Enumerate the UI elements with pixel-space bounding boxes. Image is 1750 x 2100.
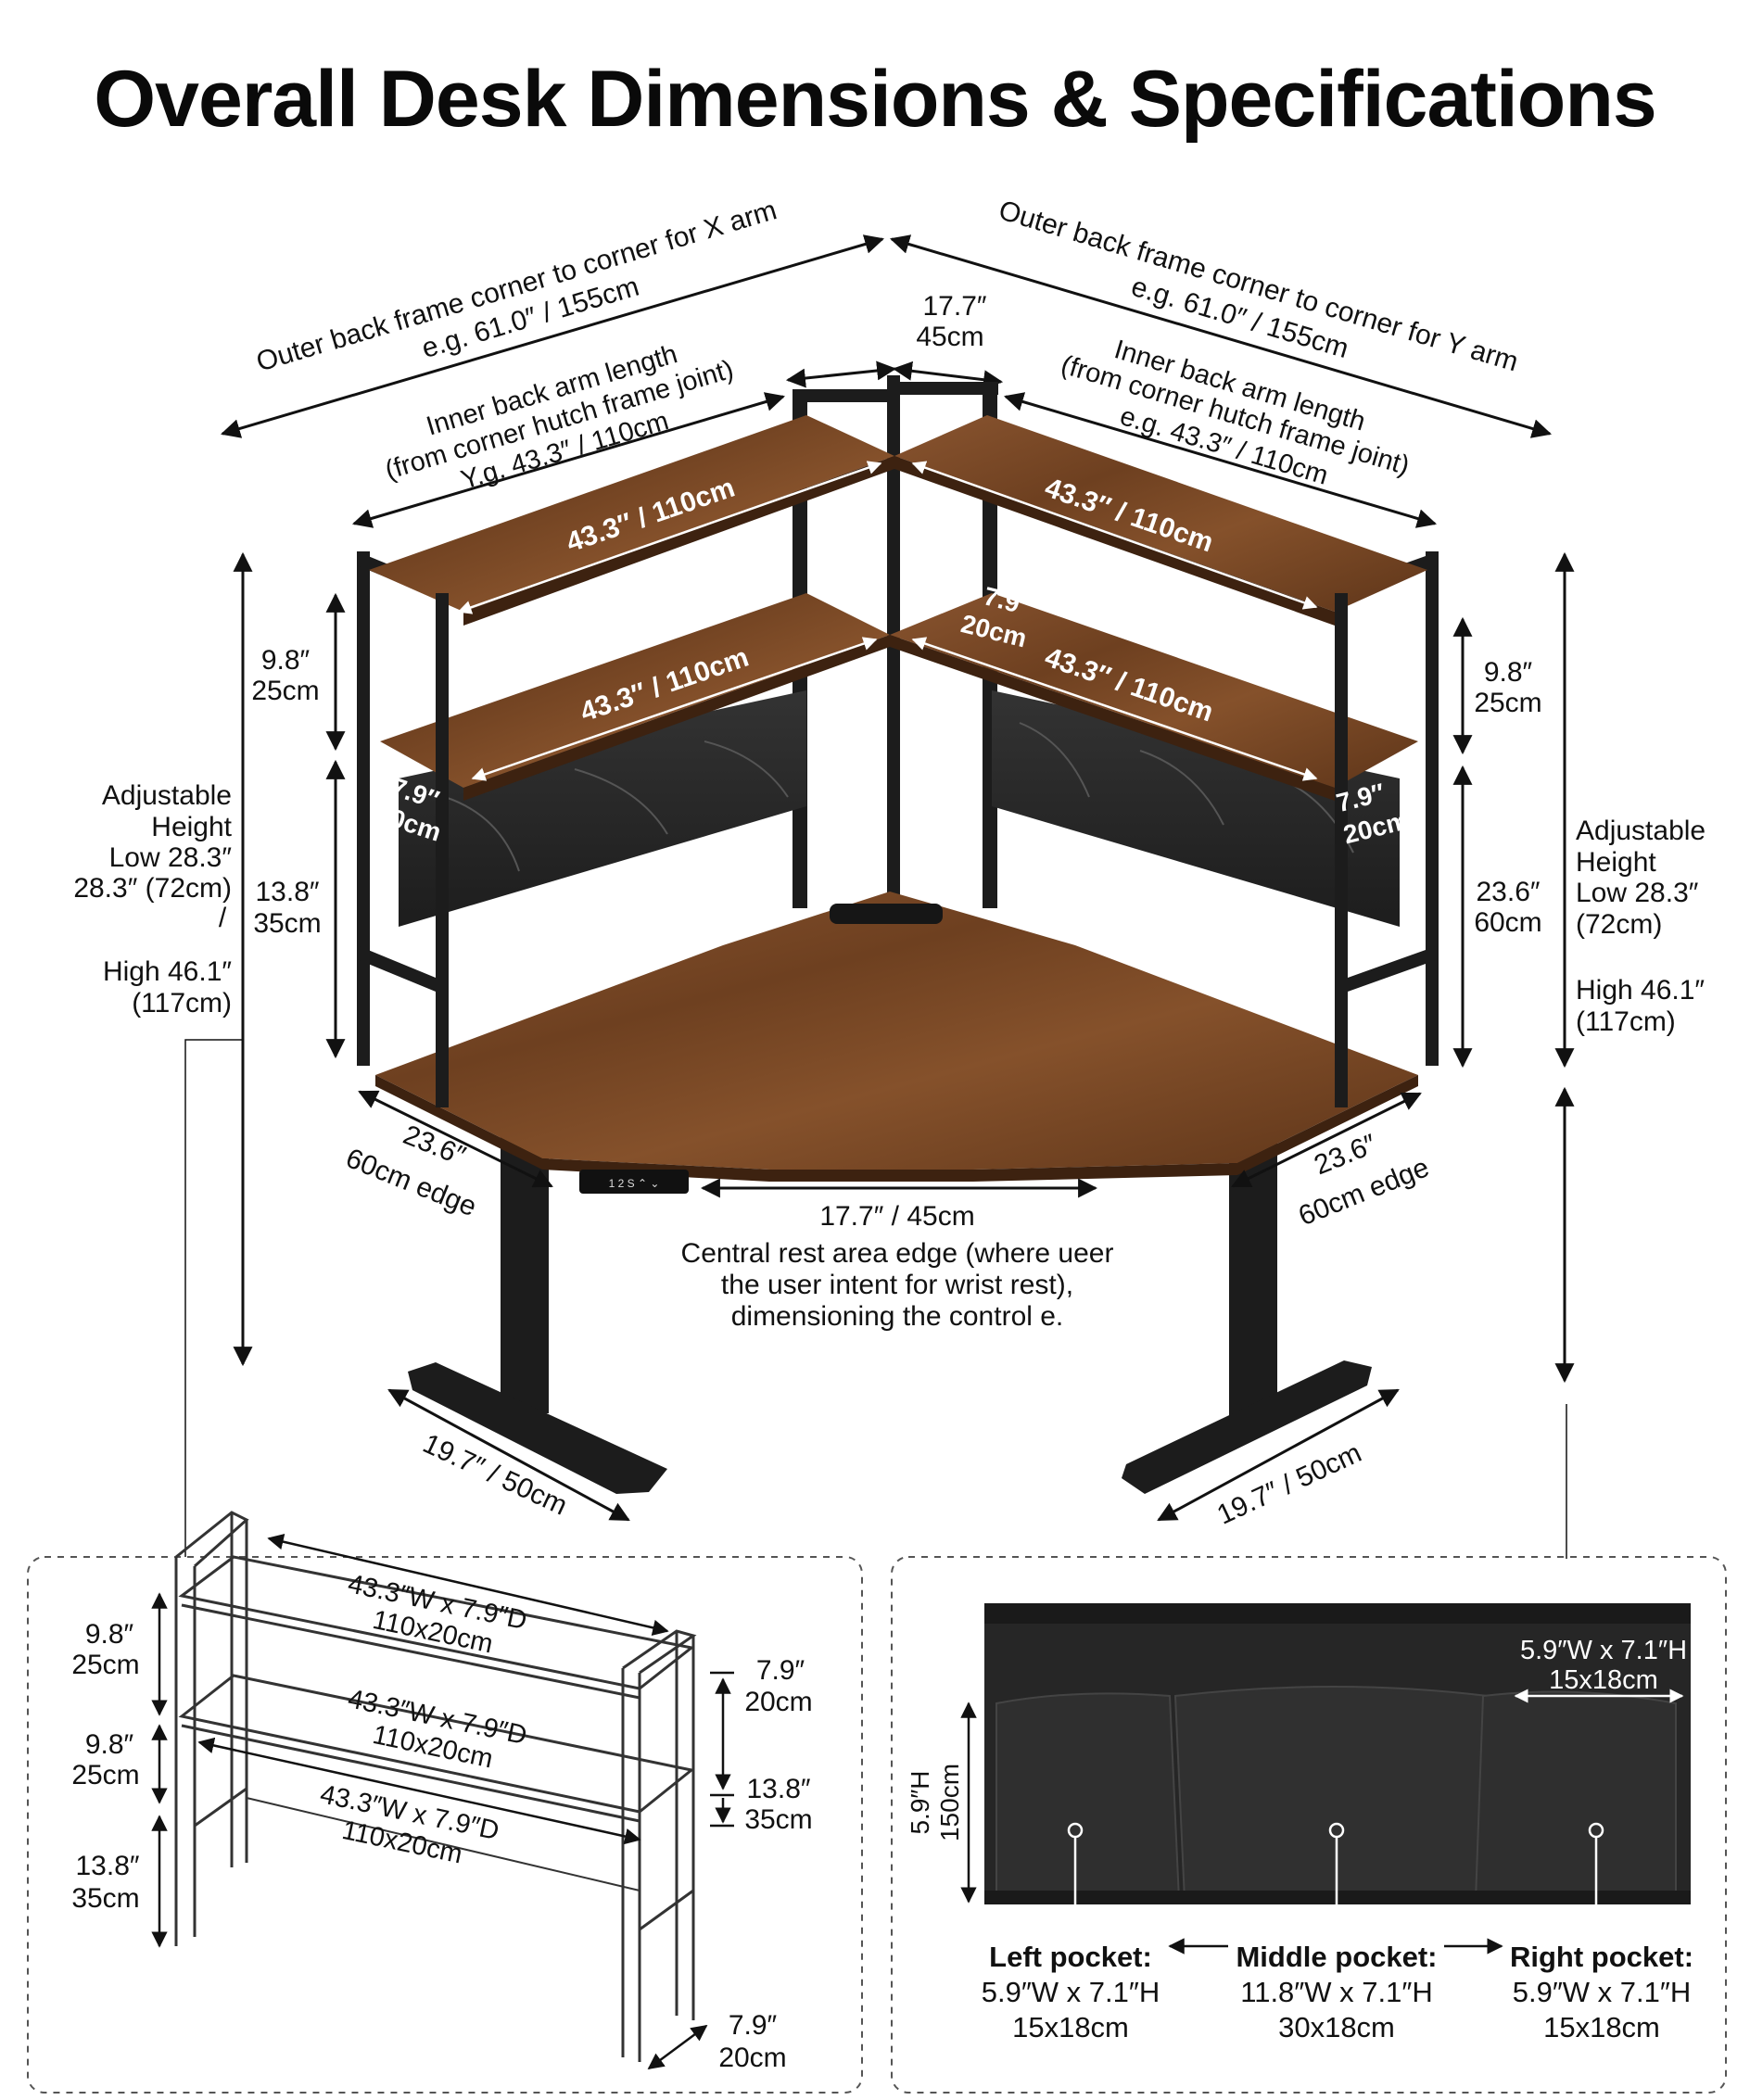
right-height-3: Low 28.3″	[1576, 878, 1699, 908]
shelf-dimension-lines	[457, 461, 1318, 781]
left-vertical-arrows	[184, 551, 346, 1557]
pocket-panel-frame	[891, 1556, 1727, 2094]
outer-x-label-1: Outer back frame corner to corner for X …	[253, 195, 780, 377]
corner-depth-arrow	[785, 361, 897, 388]
right-height-5: High 46.1″	[1576, 975, 1705, 1006]
outer-x-arrow	[220, 234, 885, 438]
desktop-surface	[375, 892, 1418, 1170]
left-height-1: Adjustable	[102, 780, 232, 811]
corner-depth-label-2: 45cm	[916, 322, 983, 352]
control-panel	[579, 1170, 689, 1194]
corner-post-top	[793, 389, 894, 402]
pocket-list: Left pocket: 5.9″W x 7.1″H 15x18cm Middl…	[982, 1941, 1693, 2043]
page-title: Overall Desk Dimensions & Specifications	[94, 55, 1656, 144]
pocket-left-metric: 15x18cm	[1012, 2011, 1129, 2043]
desk-edge-arrows	[358, 1090, 1422, 1522]
hutch-bottom-depth-2: 20cm	[718, 2043, 786, 2073]
outer-dimension-lines	[220, 234, 1553, 528]
right-height-1: Adjustable	[1576, 816, 1706, 846]
central-label-3: the user intent for wrist rest),	[721, 1270, 1073, 1300]
right-height-6: (117cm)	[1576, 1006, 1676, 1037]
right-frame-rear	[1426, 551, 1439, 1066]
pocket-right-name: Right pocket:	[1510, 1941, 1693, 1973]
left-gap-upper-2: 25cm	[251, 676, 319, 706]
right-gap-lower-1: 23.6″	[1476, 877, 1540, 907]
left-gap-upper-1: 9.8″	[261, 645, 311, 676]
pocket-width-label-1: 5.9″W x 7.1″H	[1520, 1636, 1687, 1665]
pocket-width-label-2: 15x18cm	[1549, 1665, 1658, 1695]
left-height-7: (117cm)	[132, 988, 232, 1018]
outer-y-arrow	[889, 234, 1553, 438]
left-height-3: Low 28.3″	[109, 842, 233, 873]
right-vertical-arrows	[1452, 551, 1575, 1559]
corner-depth-arrow-2	[892, 361, 1004, 390]
pocket-middle-name: Middle pocket:	[1236, 1941, 1437, 1973]
hutch-right-top-2: 20cm	[744, 1687, 812, 1717]
right-leg	[1229, 1138, 1277, 1416]
wireless-charger	[830, 904, 943, 924]
hutch-bottom-depth-1: 7.9″	[729, 2010, 778, 2041]
hutch-dim-arrows	[151, 1534, 734, 2070]
left-height-2: Height	[151, 812, 232, 842]
hutch-left-bottom-1: 13.8″	[75, 1851, 139, 1881]
right-height-4: (72cm)	[1576, 909, 1662, 940]
left-leg	[501, 1135, 549, 1413]
pocket-left-size: 5.9″W x 7.1″H	[982, 1976, 1160, 2008]
central-label-2: Central rest area edge (where ueer	[681, 1238, 1114, 1269]
left-height-5: /	[219, 903, 227, 933]
pocket-height-label-1: 5.9″H	[906, 1770, 934, 1834]
left-frame-rear	[357, 551, 370, 1066]
hutch-left-mid-1: 9.8″	[85, 1729, 134, 1760]
pocket-middle-metric: 30x18cm	[1278, 2011, 1395, 2043]
hutch-left-bottom-2: 35cm	[71, 1883, 139, 1914]
central-label-1: 17.7″ / 45cm	[819, 1201, 974, 1232]
pocket-right-metric: 15x18cm	[1543, 2011, 1660, 2043]
left-height-6: High 46.1″	[103, 956, 232, 987]
foot-right-label: 19.7″ / 50cm	[1212, 1437, 1366, 1531]
pocket-callouts	[1067, 1822, 1604, 1937]
inner-x-arrow	[351, 392, 786, 528]
hutch-right-mid-2: 35cm	[744, 1804, 812, 1835]
left-height-4: 28.3″ (72cm)	[73, 873, 232, 904]
right-gap-upper-2: 25cm	[1474, 688, 1541, 718]
hutch-left-top-2: 25cm	[71, 1650, 139, 1680]
outer-y-label-1: Outer back frame corner to corner for Y …	[995, 195, 1522, 377]
corner-post-top-r	[887, 382, 998, 395]
hutch-right-top-1: 7.9″	[756, 1655, 805, 1686]
pocket-right-size: 5.9″W x 7.1″H	[1513, 1976, 1692, 2008]
pocket-left-name: Left pocket:	[989, 1941, 1152, 1973]
hutch-right-mid-1: 13.8″	[746, 1774, 810, 1804]
hutch-panel-frame	[27, 1556, 863, 2094]
right-gap-upper-1: 9.8″	[1484, 657, 1533, 688]
central-label-4: dimensioning the control e.	[731, 1301, 1064, 1332]
right-height-2: Height	[1576, 847, 1656, 878]
left-gap-lower-2: 35cm	[253, 908, 321, 939]
right-gap-lower-2: 60cm	[1474, 907, 1541, 938]
left-gap-lower-1: 13.8″	[255, 877, 319, 907]
hutch-left-mid-2: 25cm	[71, 1760, 139, 1790]
pocket-height-label-2: 150cm	[935, 1764, 964, 1841]
pocket-middle-size: 11.8″W x 7.1″H	[1240, 1976, 1432, 2008]
control-panel-label: 1 2 S ⌃ ⌄	[609, 1177, 660, 1190]
inner-y-arrow	[1003, 392, 1438, 528]
hutch-left-top-1: 9.8″	[85, 1619, 134, 1650]
corner-depth-label-1: 17.7″	[922, 291, 986, 322]
